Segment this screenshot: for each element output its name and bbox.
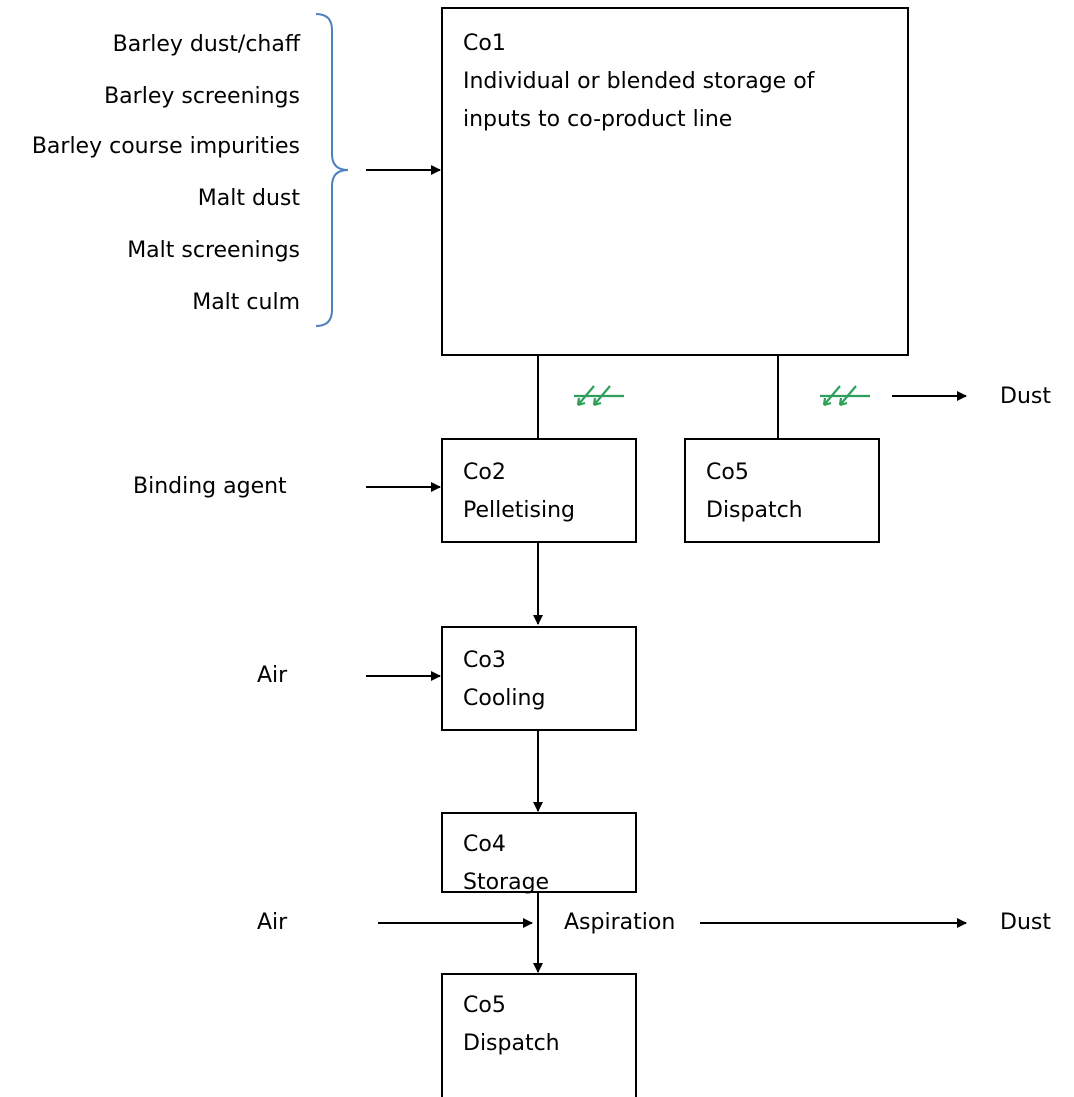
input-malt-screenings: Malt screenings	[127, 238, 300, 263]
label-binding-agent: Binding agent	[133, 474, 287, 499]
box-name: Storage	[463, 870, 550, 895]
label-air-storage: Air	[257, 910, 288, 935]
process-box-co5-bottom: Co5 Dispatch	[441, 973, 637, 1097]
input-group-brace	[315, 13, 349, 327]
box-description-line2: inputs to co-product line	[463, 107, 733, 132]
input-barley-course-impurities: Barley course impurities	[31, 134, 300, 159]
box-code: Co5	[463, 993, 506, 1018]
dust-emission-icon	[820, 385, 870, 407]
box-code: Co3	[463, 648, 506, 673]
box-code: Co1	[463, 31, 506, 56]
process-box-co4: Co4 Storage	[441, 812, 637, 895]
process-box-co3: Co3 Cooling	[441, 626, 637, 731]
label-aspiration: Aspiration	[564, 910, 676, 935]
input-barley-dust-chaff: Barley dust/chaff	[112, 32, 300, 57]
input-barley-screenings: Barley screenings	[104, 84, 300, 109]
dust-emission-icon	[574, 385, 624, 407]
box-code: Co4	[463, 832, 506, 857]
label-dust-bottom: Dust	[1000, 910, 1051, 935]
process-box-co2: Co2 Pelletising	[441, 438, 637, 543]
process-box-co5-top: Co5 Dispatch	[684, 438, 880, 543]
label-dust-top: Dust	[1000, 384, 1051, 409]
box-name: Pelletising	[463, 498, 575, 523]
input-malt-dust: Malt dust	[197, 186, 300, 211]
box-name: Dispatch	[706, 498, 803, 523]
box-name: Cooling	[463, 686, 546, 711]
label-air-cooling: Air	[257, 663, 288, 688]
process-box-co1: Co1 Individual or blended storage of inp…	[441, 7, 909, 356]
box-code: Co2	[463, 460, 506, 485]
box-description-line1: Individual or blended storage of	[463, 69, 815, 94]
box-code: Co5	[706, 460, 749, 485]
input-malt-culm: Malt culm	[192, 290, 300, 315]
box-name: Dispatch	[463, 1031, 560, 1056]
